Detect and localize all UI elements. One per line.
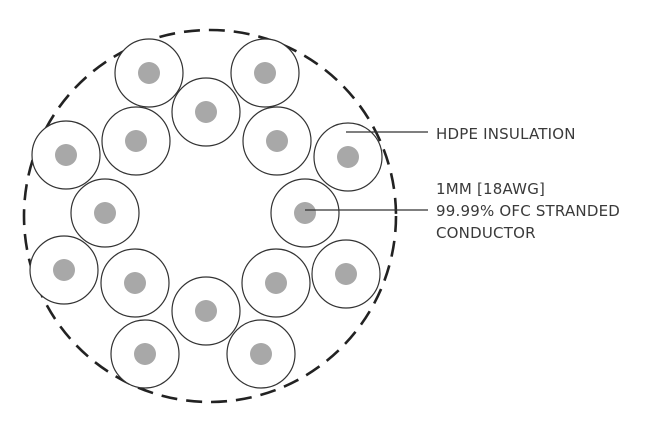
conductor-label-size: 1MM [18AWG] [436, 180, 546, 198]
strand-core [335, 263, 357, 285]
strand-core [124, 272, 146, 294]
strand-core [195, 101, 217, 123]
conductor-label-type: CONDUCTOR [436, 224, 536, 242]
strand-core [265, 272, 287, 294]
conductor-strand [313, 122, 383, 192]
conductor-strand [242, 106, 312, 176]
conductor-strand [171, 276, 241, 346]
strand-core [250, 343, 272, 365]
conductor-strand [241, 248, 311, 318]
conductor-strand [114, 38, 184, 108]
outer-jacket-dashed-outline [22, 28, 398, 404]
strand-core [134, 343, 156, 365]
conductor-strand [31, 120, 101, 190]
strand-core [266, 130, 288, 152]
conductor-strand [110, 319, 180, 389]
conductor-strand [226, 319, 296, 389]
strand-core [294, 202, 316, 224]
strand-core [94, 202, 116, 224]
insulation-label: HDPE INSULATION [436, 125, 576, 143]
conductor-strand [311, 239, 381, 309]
conductor-strand [29, 235, 99, 305]
conductor-label: 1MM [18AWG] 99.99% OFC STRANDED CONDUCTO… [436, 178, 620, 244]
conductor-strand [171, 77, 241, 147]
conductor-strand [270, 178, 340, 248]
conductor-strand [100, 248, 170, 318]
conductor-strand [230, 38, 300, 108]
conductor-strands [29, 38, 383, 389]
conductor-strand [70, 178, 140, 248]
strand-core [138, 62, 160, 84]
strand-core [195, 300, 217, 322]
conductor-label-material: 99.99% OFC STRANDED [436, 202, 620, 220]
strand-core [254, 62, 276, 84]
conductor-strand [101, 106, 171, 176]
strand-core [55, 144, 77, 166]
strand-core [53, 259, 75, 281]
strand-core [125, 130, 147, 152]
strand-core [337, 146, 359, 168]
